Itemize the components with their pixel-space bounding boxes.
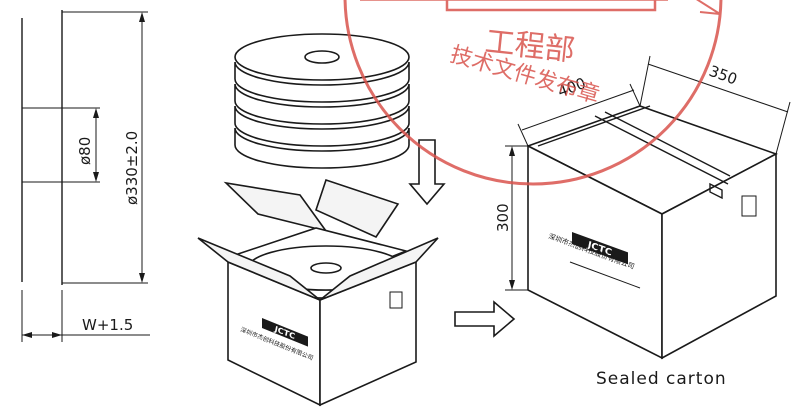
- reel-dimension-drawing: ø80 ø330±2.0 W+1.5: [21, 10, 150, 342]
- length-dimension-line: [521, 89, 635, 131]
- core-arrow-top: [93, 108, 99, 118]
- sealed-carton-caption: Sealed carton: [596, 369, 727, 389]
- stamp-outer-ring: [343, 0, 723, 186]
- sealed-carton: JCTC 深圳市杰创科技股份有限公司 300 400 350: [494, 55, 791, 360]
- outer-arrow-top: [139, 12, 145, 22]
- open-box-label-tag: [389, 291, 403, 309]
- open-box: JCTC 深圳市杰创科技股份有限公司: [197, 178, 439, 407]
- carton-width-label: 350: [707, 62, 740, 89]
- tape-strip: [594, 111, 731, 185]
- right-arrow-icon: [454, 300, 516, 338]
- core-diameter-label: ø80: [76, 137, 94, 165]
- outer-arrow-bottom: [139, 273, 145, 283]
- down-arrow-icon: [408, 139, 446, 206]
- core-arrow-bottom: [93, 172, 99, 182]
- boxed-reel-hub: [310, 262, 342, 274]
- front-left-flap: [197, 237, 321, 301]
- width-dimension-line-carton: [647, 63, 789, 113]
- back-left-flap: [223, 181, 328, 233]
- width-arrow-left: [22, 332, 32, 338]
- carton-address-line: [569, 261, 641, 289]
- width-label: W+1.5: [82, 316, 133, 334]
- width-arrow-right: [52, 332, 62, 338]
- outer-diameter-label: ø330±2.0: [123, 131, 141, 205]
- carton-side-face: [661, 152, 777, 360]
- height-label: 300: [494, 203, 512, 232]
- top-seam: [537, 105, 651, 147]
- carton-label-tag: [741, 195, 757, 217]
- top-reel-hub: [304, 50, 340, 64]
- front-right-flap: [319, 237, 439, 301]
- reel-stack: [234, 33, 410, 169]
- tape-end: [709, 182, 723, 200]
- back-right-flap: [315, 178, 400, 239]
